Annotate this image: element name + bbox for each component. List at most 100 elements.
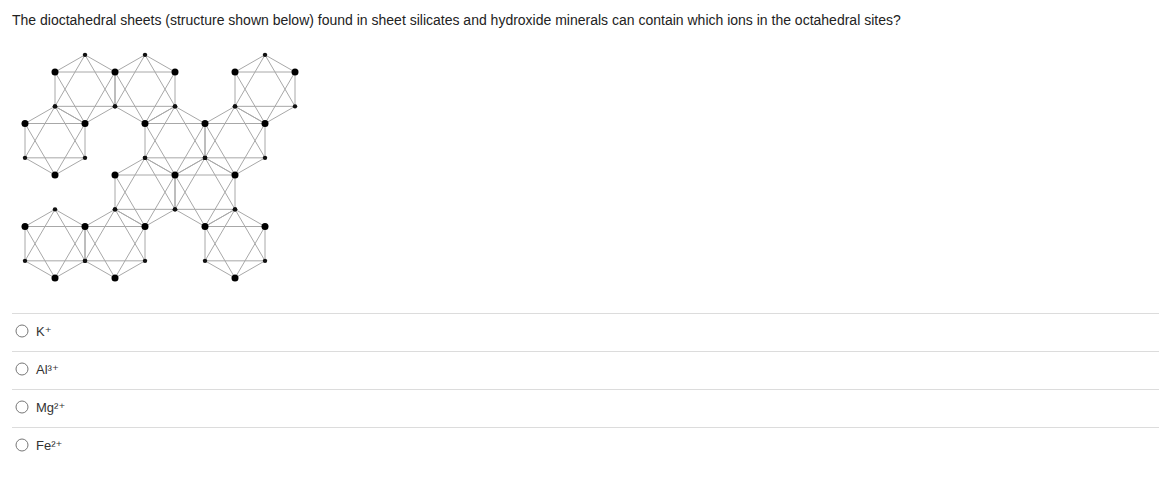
radio-button bbox=[16, 401, 28, 413]
upper-anion bbox=[52, 172, 59, 179]
lower-anion bbox=[263, 259, 267, 263]
lower-anion bbox=[233, 207, 237, 211]
radio-button bbox=[16, 325, 28, 337]
upper-anion bbox=[232, 69, 239, 76]
upper-anion bbox=[172, 69, 179, 76]
lower-anion bbox=[233, 104, 237, 108]
lower-anion bbox=[113, 104, 117, 108]
octahedron-edge bbox=[115, 158, 175, 227]
answer-option: Al³⁺ bbox=[36, 362, 59, 377]
octahedron-edge bbox=[25, 106, 85, 175]
upper-anion bbox=[202, 120, 209, 127]
lower-anion bbox=[203, 156, 207, 160]
lower-anion bbox=[143, 53, 147, 57]
lower-anion bbox=[23, 156, 27, 160]
upper-anion bbox=[52, 275, 59, 282]
upper-anion bbox=[112, 275, 119, 282]
lower-anion bbox=[53, 104, 57, 108]
octahedron-edge bbox=[235, 55, 295, 124]
octahedron-edge bbox=[115, 72, 175, 124]
octahedron-edge bbox=[175, 175, 235, 227]
octahedron-edge bbox=[25, 124, 85, 176]
lower-anion bbox=[113, 207, 117, 211]
upper-anion bbox=[112, 172, 119, 179]
octahedron-edge bbox=[25, 106, 85, 157]
separator-line bbox=[12, 389, 1159, 390]
lower-anion bbox=[293, 104, 297, 108]
upper-anion bbox=[232, 275, 239, 282]
upper-anion bbox=[232, 172, 239, 179]
octahedron-edge bbox=[145, 124, 205, 176]
octahedron-edge bbox=[235, 55, 295, 107]
octahedron-edge bbox=[85, 227, 145, 279]
lower-anion bbox=[173, 207, 177, 211]
lower-anion bbox=[263, 156, 267, 160]
upper-anion bbox=[202, 223, 209, 230]
upper-anion bbox=[82, 223, 89, 230]
radio-button bbox=[16, 363, 28, 375]
upper-anion bbox=[292, 69, 299, 76]
lower-anion bbox=[143, 156, 147, 160]
octahedron-edge bbox=[85, 209, 145, 261]
lower-anion bbox=[203, 156, 207, 160]
octahedron-edge bbox=[205, 124, 265, 176]
lower-anion bbox=[203, 156, 207, 160]
lower-anion bbox=[233, 207, 237, 211]
octahedron-edge bbox=[205, 227, 265, 279]
upper-anion bbox=[142, 223, 149, 230]
lower-anion bbox=[173, 207, 177, 211]
upper-anion bbox=[142, 120, 149, 127]
separator-line bbox=[12, 351, 1159, 352]
octahedron-edge bbox=[145, 106, 205, 157]
octahedron-edge bbox=[205, 106, 265, 175]
octahedron-edge bbox=[205, 209, 265, 261]
octahedron-edge bbox=[25, 209, 85, 278]
upper-anion bbox=[22, 120, 29, 127]
upper-anion bbox=[172, 172, 179, 179]
answer-option: K⁺ bbox=[36, 324, 52, 339]
upper-anion bbox=[22, 223, 29, 230]
question-text: The dioctahedral sheets (structure shown… bbox=[12, 12, 901, 28]
lower-anion bbox=[263, 53, 267, 57]
octahedron-edge bbox=[115, 158, 175, 210]
octahedron-edge bbox=[55, 72, 115, 124]
radio-buttons bbox=[16, 325, 28, 451]
octahedron-edge bbox=[115, 175, 175, 227]
lower-anion bbox=[23, 259, 27, 263]
octahedron-edge bbox=[25, 227, 85, 279]
upper-anion bbox=[82, 120, 89, 127]
octahedron-edge bbox=[205, 106, 265, 157]
octahedron-edge bbox=[175, 158, 235, 210]
dioctahedral-sheet bbox=[22, 53, 299, 282]
lower-anion bbox=[173, 104, 177, 108]
radio-button bbox=[16, 439, 28, 451]
lower-anion bbox=[203, 259, 207, 263]
upper-anion bbox=[112, 69, 119, 76]
answer-option: Mg²⁺ bbox=[36, 400, 65, 415]
lower-anion bbox=[83, 259, 87, 263]
lower-anion bbox=[53, 207, 57, 211]
octahedron-edge bbox=[115, 55, 175, 107]
lower-anion bbox=[83, 259, 87, 263]
octahedron-edge bbox=[175, 158, 235, 227]
lower-anion bbox=[173, 104, 177, 108]
lower-anion bbox=[113, 207, 117, 211]
lower-anion bbox=[143, 156, 147, 160]
lower-anion bbox=[83, 53, 87, 57]
lower-anion bbox=[143, 259, 147, 263]
separator-line bbox=[12, 427, 1159, 428]
octahedron-edge bbox=[85, 209, 145, 278]
octahedron-edge bbox=[25, 209, 85, 261]
upper-anion bbox=[262, 223, 269, 230]
octahedron-edge bbox=[115, 55, 175, 124]
option-separators bbox=[12, 314, 1159, 428]
octahedron-edge bbox=[235, 72, 295, 124]
separator-line bbox=[12, 313, 1159, 314]
octahedron-edge bbox=[55, 55, 115, 107]
upper-anion bbox=[262, 120, 269, 127]
upper-anion bbox=[52, 69, 59, 76]
octahedron-edge bbox=[145, 106, 205, 175]
lower-anion bbox=[113, 104, 117, 108]
octahedron-edge bbox=[205, 209, 265, 278]
